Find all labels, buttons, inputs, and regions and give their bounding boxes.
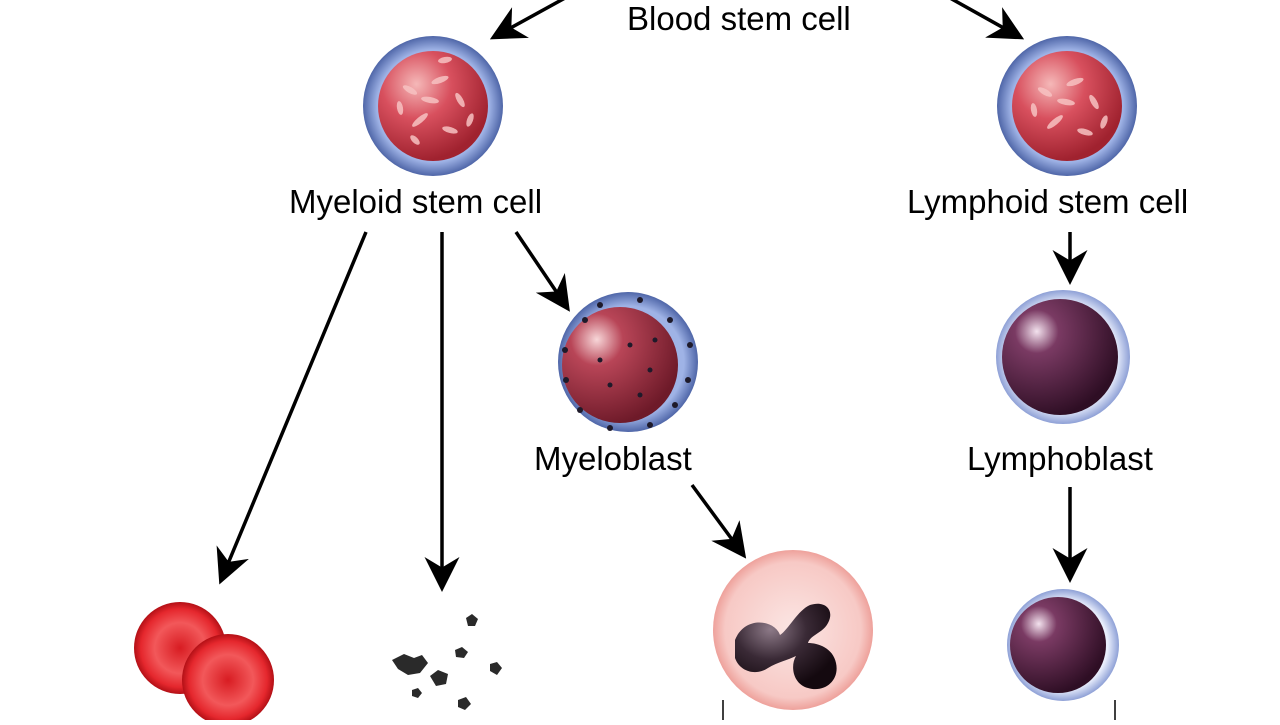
lymphocyte-illustration	[1007, 589, 1119, 701]
arrow-blood-to-myeloid	[489, 0, 565, 40]
myeloid-stem-cell-label: Myeloid stem cell	[289, 183, 543, 220]
myeloblast-illustration	[558, 292, 698, 432]
red-blood-cells-illustration	[134, 602, 274, 725]
arrow-blood-to-lymphoid	[949, 0, 1025, 40]
lymphoblast-illustration	[996, 290, 1130, 424]
lymphoid-stem-cell-illustration	[997, 36, 1137, 176]
platelets-illustration	[392, 614, 502, 710]
arrow-myeloid-to-myeloblast	[514, 231, 570, 312]
arrow-myeloblast-to-granulocyte	[690, 483, 747, 559]
lymphoblast-label: Lymphoblast	[967, 440, 1153, 477]
arrow-myeloid-to-erythrocyte	[216, 231, 368, 585]
granulocyte-illustration	[713, 550, 873, 710]
blood-stem-cell-label: Blood stem cell	[627, 0, 851, 37]
lymphoid-stem-cell-label: Lymphoid stem cell	[907, 183, 1189, 220]
myeloblast-label: Myeloblast	[534, 440, 692, 477]
myeloid-stem-cell-illustration	[363, 36, 503, 176]
arrows	[216, 0, 1116, 720]
